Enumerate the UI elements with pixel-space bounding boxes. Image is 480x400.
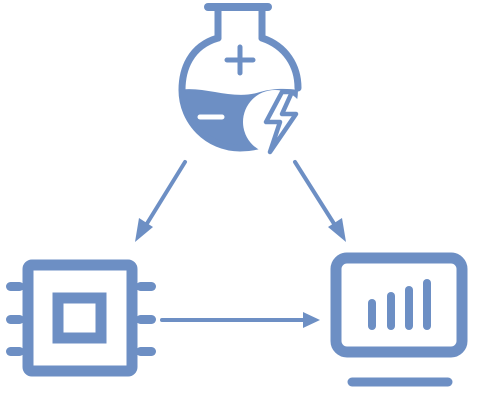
- electrochemistry-flask-icon: [178, 3, 307, 155]
- plus-sign: [224, 44, 256, 76]
- monitor-bars: [368, 279, 431, 330]
- monitor-chart-icon: [330, 252, 468, 387]
- lightning-bolt: [263, 89, 299, 155]
- arrow-flask-to-chip: [135, 160, 187, 242]
- chip-pins-left: [6, 282, 24, 356]
- arrow-flask-to-monitor: [293, 160, 346, 242]
- monitor-screen: [330, 252, 468, 358]
- chip-pins-right: [136, 282, 156, 356]
- arrow-chip-to-monitor: [160, 312, 320, 328]
- chip-core: [52, 292, 107, 344]
- flask-neck: [214, 5, 266, 42]
- processor-chip-icon: [6, 259, 156, 377]
- chip-body: [22, 259, 138, 377]
